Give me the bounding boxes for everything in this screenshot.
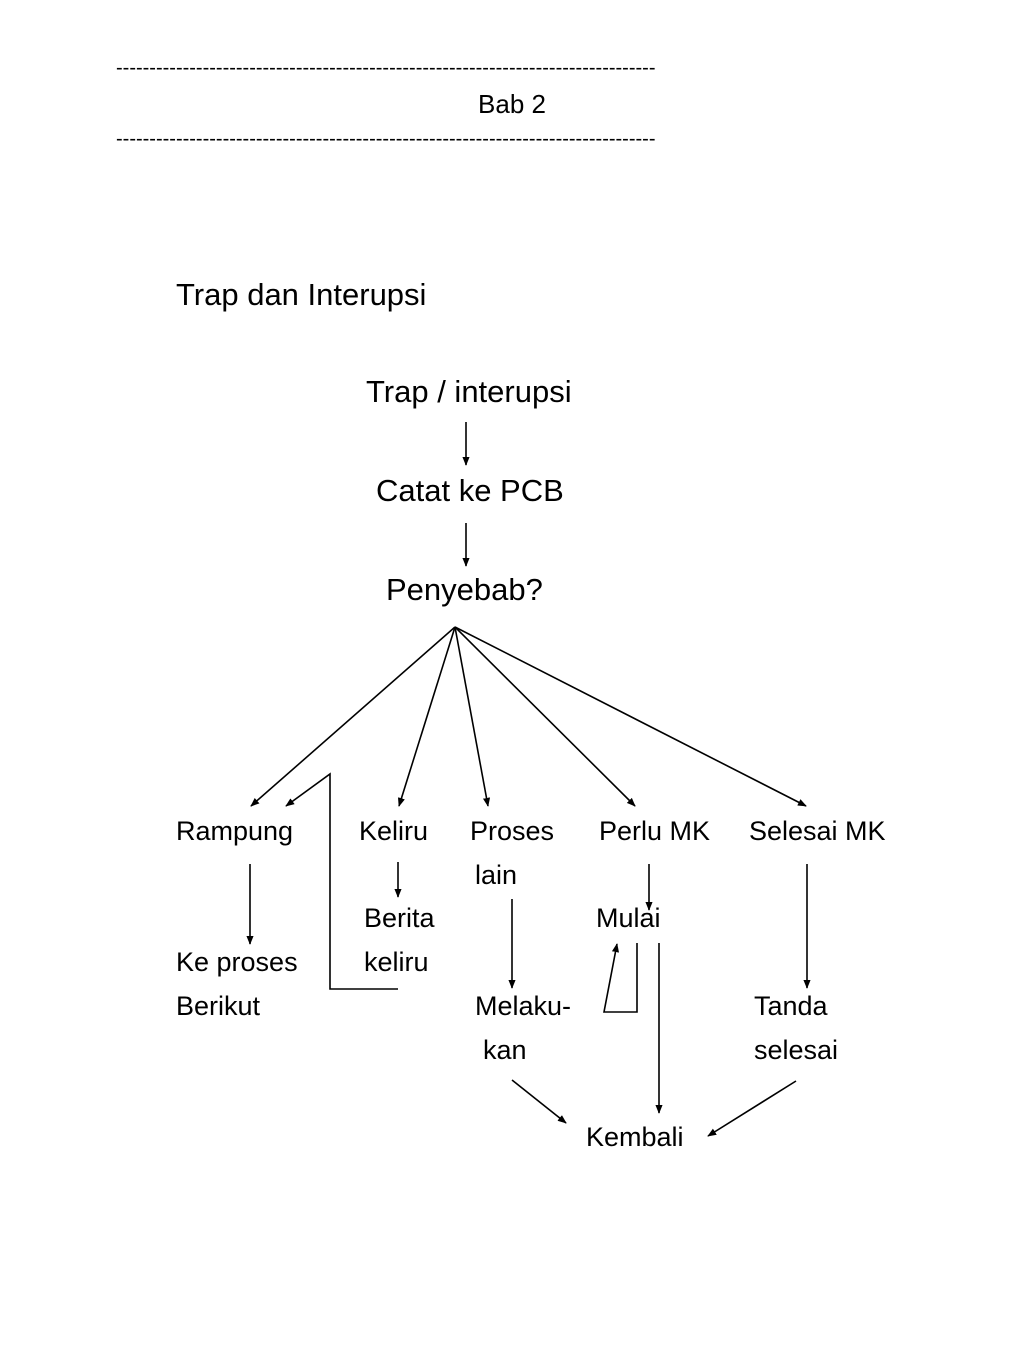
node-selesai-mk: Selesai MK xyxy=(749,816,886,846)
arrow-penyebab-to-selesai-mk xyxy=(454,626,807,807)
node-perlu-mk: Perlu MK xyxy=(599,816,711,846)
page-title: Trap dan Interupsi xyxy=(176,277,427,312)
header-rule-top: ----------------------------------------… xyxy=(116,57,656,79)
arrow-penyebab-to-rampung xyxy=(250,626,456,807)
node-tanda-selesai-line1: Tanda xyxy=(754,991,828,1021)
node-proses-lain-line1: Proses xyxy=(470,816,555,846)
node-ke-proses-line1: Ke proses xyxy=(176,947,298,977)
node-melakukan-line1: Melaku- xyxy=(475,991,572,1021)
node-trap-interupsi: Trap / interupsi xyxy=(366,374,572,409)
connector-mulai-loop xyxy=(603,943,638,1013)
node-berita-keliru-line1: Berita xyxy=(364,903,435,933)
arrow-penyebab-to-proses-lain xyxy=(454,626,491,807)
node-penyebab: Penyebab? xyxy=(386,572,543,607)
node-berita-keliru-line2: keliru xyxy=(364,947,429,977)
arrow-penyebab-to-keliru xyxy=(397,626,456,807)
node-mulai: Mulai xyxy=(596,903,661,933)
arrow-melakukan-to-kembali xyxy=(511,1079,567,1124)
connector-berita-keliru-to-rampung xyxy=(285,772,398,990)
header-rule-bottom: ----------------------------------------… xyxy=(116,128,656,150)
node-ke-proses-line2: Berikut xyxy=(176,991,261,1021)
node-rampung: Rampung xyxy=(176,816,294,846)
node-tanda-selesai-line2: selesai xyxy=(754,1035,839,1065)
arrow-tanda-to-kembali xyxy=(707,1080,797,1137)
node-proses-lain-line2: lain xyxy=(475,860,518,890)
node-keliru: Keliru xyxy=(359,816,429,846)
node-catat-ke-pcb: Catat ke PCB xyxy=(376,473,564,508)
chapter-title: Bab 2 xyxy=(478,89,546,119)
arrow-penyebab-to-perlu-mk xyxy=(454,626,636,807)
node-melakukan-line2: kan xyxy=(483,1035,527,1065)
node-kembali: Kembali xyxy=(586,1122,684,1152)
